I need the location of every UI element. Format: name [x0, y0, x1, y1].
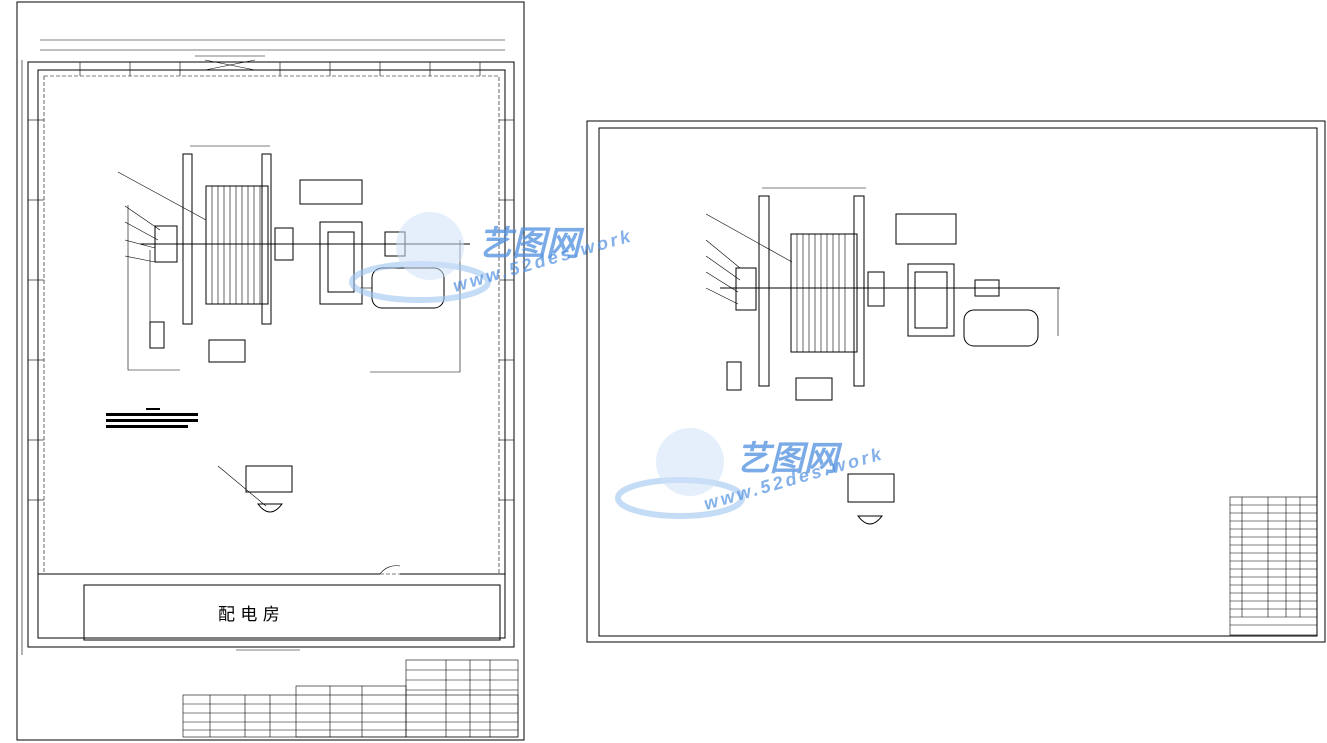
leader-r-3: [705, 255, 741, 281]
hydraulic-piping: [299, 179, 363, 205]
bearing-block-left-r: [735, 267, 757, 311]
control-box-r: [795, 377, 833, 401]
note-block: [106, 408, 198, 428]
bearing-block-right-r: [867, 271, 885, 307]
wall-ticks: [28, 62, 514, 501]
outline-right: [370, 240, 461, 373]
building-wall-outer: [27, 61, 515, 648]
depth-indicator-r: [726, 361, 742, 391]
leader-line-4: [124, 239, 156, 249]
power-room-box: [83, 584, 501, 641]
note-line-3: [106, 425, 188, 428]
brake-station-r: [974, 279, 1000, 297]
drive-motor-r: [963, 309, 1039, 347]
hoist-plan-right: [705, 187, 1060, 401]
door-swing: [379, 565, 401, 575]
drum-support-right: [261, 153, 272, 325]
hydraulic-piping-r: [895, 213, 957, 245]
operator-seat-r: [856, 515, 884, 525]
drum-support-left: [182, 153, 193, 325]
control-box: [208, 339, 246, 363]
leader-r-5: [705, 287, 739, 305]
leader-line-5: [124, 255, 156, 263]
watermark-brand-2: 艺图网: [736, 440, 843, 478]
bearing-block-right: [274, 227, 294, 261]
window-mark-2: [204, 59, 256, 71]
drum-support-left-r: [758, 195, 770, 387]
reducer-gearbox: [319, 221, 363, 305]
note-title: [146, 408, 160, 410]
note-line-2: [106, 419, 198, 422]
right-sheet: [586, 120, 1326, 643]
drum-rope-lines: [211, 186, 261, 304]
operator-console: [245, 465, 293, 493]
leader-r-2: [705, 239, 741, 269]
operator-seat: [256, 503, 284, 513]
leader-line-2: [124, 205, 161, 231]
drum-support-right-r: [853, 195, 865, 387]
leader-r-4: [705, 271, 739, 293]
watermark-brand-1: 艺图网: [478, 225, 585, 263]
power-room-label: 配 电 房: [218, 605, 280, 625]
reducer-inner: [327, 231, 355, 293]
watermark-2: 艺图网 www.52des.work: [615, 428, 886, 519]
operator-console-r: [847, 473, 895, 503]
parts-list-table: [1229, 496, 1318, 636]
depth-indicator: [149, 321, 165, 349]
leader-r-1: [705, 213, 793, 263]
leader-line-3: [124, 221, 159, 241]
console-leader: [217, 465, 267, 507]
outline-left: [127, 205, 180, 371]
title-block-left: [182, 659, 519, 738]
reducer-inner-r: [914, 271, 948, 329]
note-line-1: [106, 413, 198, 416]
hoist-room-outline: [43, 75, 500, 575]
leader-line-1: [117, 171, 207, 221]
drum-rope-lines-r: [796, 234, 846, 352]
right-sheet-inner-border: [598, 127, 1318, 637]
winding-drum: [205, 185, 269, 305]
left-sheet: 配 电 房: [16, 1, 525, 741]
right-sheet-border: [586, 120, 1326, 643]
winding-drum-r: [790, 233, 858, 353]
reducer-gearbox-r: [907, 263, 955, 337]
left-sheet-border: [16, 1, 525, 741]
bearing-block-left: [154, 225, 178, 263]
building-wall-inner: [37, 69, 506, 639]
